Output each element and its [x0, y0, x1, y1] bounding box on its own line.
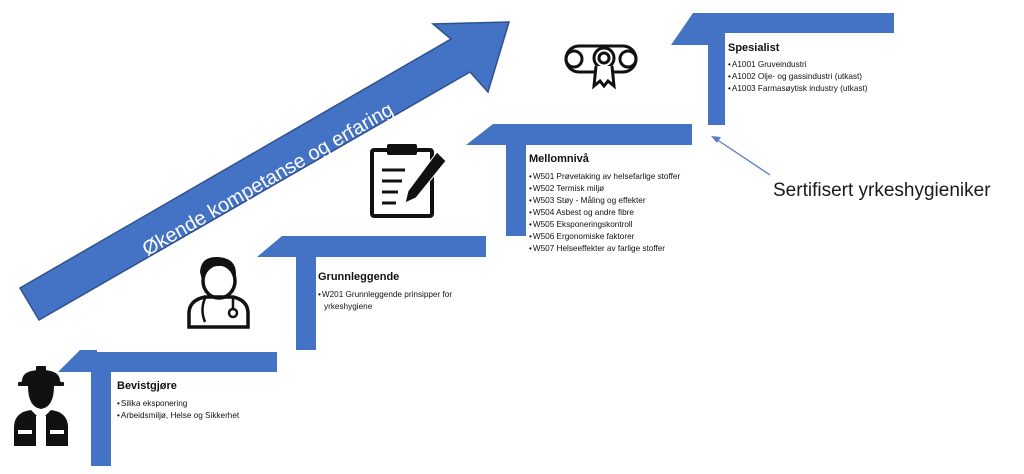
- level-item: W507 Helseeffekter av farlige stoffer: [529, 243, 709, 255]
- step-side-2: [296, 236, 316, 350]
- level-title: Grunnleggende: [318, 271, 400, 283]
- step-top-3: [506, 124, 692, 145]
- level-item: Silika eksponering: [117, 398, 287, 410]
- level-item: A1001 Gruveindustri: [728, 59, 898, 71]
- diploma-icon: [564, 44, 638, 90]
- level-card-grunnleggende: Grunnleggende W201 Grunnleggende prinsip…: [318, 271, 493, 313]
- step-corner-1: [58, 350, 97, 372]
- level-item: W502 Termisk miljø: [529, 183, 709, 195]
- step-side-3: [506, 124, 526, 236]
- level-card-bevistgjore: Bevistgjøre Silika eksponering Arbeidsmi…: [117, 380, 287, 422]
- clipboard-icon: [370, 144, 447, 218]
- level-item: W503 Støy - Måling og effekter: [529, 195, 709, 207]
- level-item: Arbeidsmiljø, Helse og Sikkerhet: [117, 410, 287, 422]
- step-corner-3: [466, 124, 507, 145]
- level-item-list: W201 Grunnleggende prinsipper for yrkesh…: [318, 289, 493, 313]
- worker-icon: [14, 366, 68, 446]
- level-item-list: Silika eksponering Arbeidsmiljø, Helse o…: [117, 398, 287, 422]
- step-level-1: [58, 350, 277, 466]
- step-top-4: [708, 13, 894, 33]
- level-item-list: W501 Prøvetaking av helsefarlige stoffer…: [529, 171, 709, 255]
- level-item: A1002 Olje- og gassindustri (utkast): [728, 71, 898, 83]
- level-card-mellomniva: Mellomnivå W501 Prøvetaking av helsefarl…: [529, 153, 709, 255]
- level-item: W501 Prøvetaking av helsefarlige stoffer: [529, 171, 709, 183]
- level-item: A1003 Farmasøytisk industry (utkast): [728, 83, 898, 95]
- level-item: W504 Asbest og andre fibre: [529, 207, 709, 219]
- step-corner-2: [257, 236, 298, 257]
- step-level-3: [466, 124, 692, 236]
- step-side-1: [91, 352, 111, 466]
- level-title: Bevistgjøre: [117, 380, 177, 392]
- level-item: W201 Grunnleggende prinsipper for yrkesh…: [318, 289, 493, 313]
- level-title: Spesialist: [728, 42, 780, 54]
- step-corner-4: [671, 13, 711, 45]
- step-level-4: [671, 13, 894, 125]
- certified-hygienist-label: Sertifisert yrkeshygieniker: [773, 180, 991, 201]
- step-side-4: [708, 13, 725, 125]
- level-item: W506 Ergonomiske faktorer: [529, 231, 709, 243]
- progress-arrow: [18, 21, 511, 322]
- level-card-spesialist: Spesialist A1001 Gruveindustri A1002 Olj…: [728, 42, 898, 95]
- level-title: Mellomnivå: [529, 153, 589, 165]
- step-top-1: [91, 352, 277, 372]
- certified-pointer-arrow: [711, 136, 771, 176]
- step-top-2: [296, 236, 486, 257]
- level-item: W505 Eksponeringskontroll: [529, 219, 709, 231]
- step-level-2: [257, 236, 486, 350]
- doctor-icon: [187, 256, 250, 329]
- level-item-list: A1001 Gruveindustri A1002 Olje- og gassi…: [728, 59, 898, 95]
